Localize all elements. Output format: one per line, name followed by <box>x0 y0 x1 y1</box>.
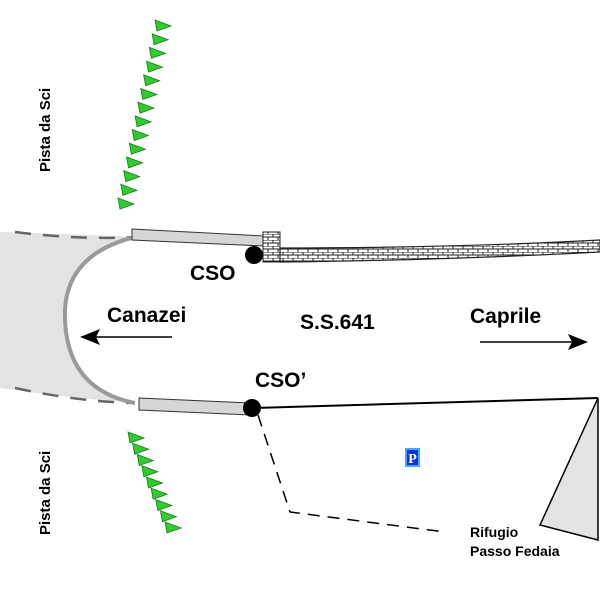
ski-marker-triangle <box>154 19 173 32</box>
ski-marker-triangle <box>131 128 150 142</box>
hairpin-curve <box>62 235 136 405</box>
ski-marker-triangle <box>145 60 164 73</box>
ski-marker-triangle <box>148 46 167 59</box>
ski-slope-markers-top <box>117 19 173 210</box>
ski-marker-triangle <box>127 431 146 444</box>
canazei-label: Canazei <box>107 304 187 327</box>
parking-dashed-boundary <box>257 414 446 533</box>
caprile-label: Caprile <box>470 305 542 328</box>
ski-marker-triangle <box>117 197 136 210</box>
ski-marker-triangle <box>128 142 147 155</box>
parking-icon: P <box>405 448 420 467</box>
ski-slope-label-bottom: Pista da Sci <box>37 450 54 535</box>
ski-marker-triangle <box>132 442 150 455</box>
ski-marker-triangle <box>120 183 139 196</box>
ski-slope-label-top: Pista da Sci <box>37 87 54 172</box>
top-barrier <box>131 228 265 247</box>
bottom-dashed-boundary <box>14 386 136 405</box>
ski-marker-triangle <box>140 87 158 100</box>
rifugio-line1: Rifugio <box>470 524 519 540</box>
rifugio-area <box>538 397 599 541</box>
ski-marker-triangle <box>136 453 155 467</box>
cso-point <box>245 246 263 264</box>
ski-marker-triangle <box>134 115 153 128</box>
cso-prime-label: CSO’ <box>255 369 307 392</box>
ski-marker-triangle <box>155 498 173 512</box>
cso-label: CSO <box>190 262 236 285</box>
road-edge-bottom <box>251 397 599 409</box>
rifugio-line2: Passo Fedaia <box>470 543 560 559</box>
arrow-canazei <box>80 329 172 345</box>
ski-marker-triangle <box>151 33 170 46</box>
rifugio-label: Rifugio Passo Fedaia <box>470 523 560 561</box>
ski-marker-triangle <box>150 487 169 500</box>
road-label: S.S.641 <box>300 311 375 334</box>
ski-marker-triangle <box>123 169 141 183</box>
ski-marker-triangle <box>126 156 144 169</box>
ski-marker-triangle <box>145 476 164 489</box>
cso-prime-point <box>243 399 261 417</box>
ski-marker-triangle <box>143 74 161 87</box>
ski-slope-markers-bottom <box>127 431 183 534</box>
bottom-barrier <box>138 397 251 416</box>
ski-marker-triangle <box>159 510 178 523</box>
ski-marker-triangle <box>164 521 183 534</box>
ski-marker-triangle <box>141 465 160 478</box>
wall-block <box>262 231 281 263</box>
arrow-caprile <box>480 334 588 350</box>
left-gray-area <box>0 232 135 403</box>
ski-marker-triangle <box>137 101 156 114</box>
brick-wall <box>279 239 600 263</box>
top-dashed-boundary <box>14 230 136 240</box>
svg-text:P: P <box>408 452 417 467</box>
